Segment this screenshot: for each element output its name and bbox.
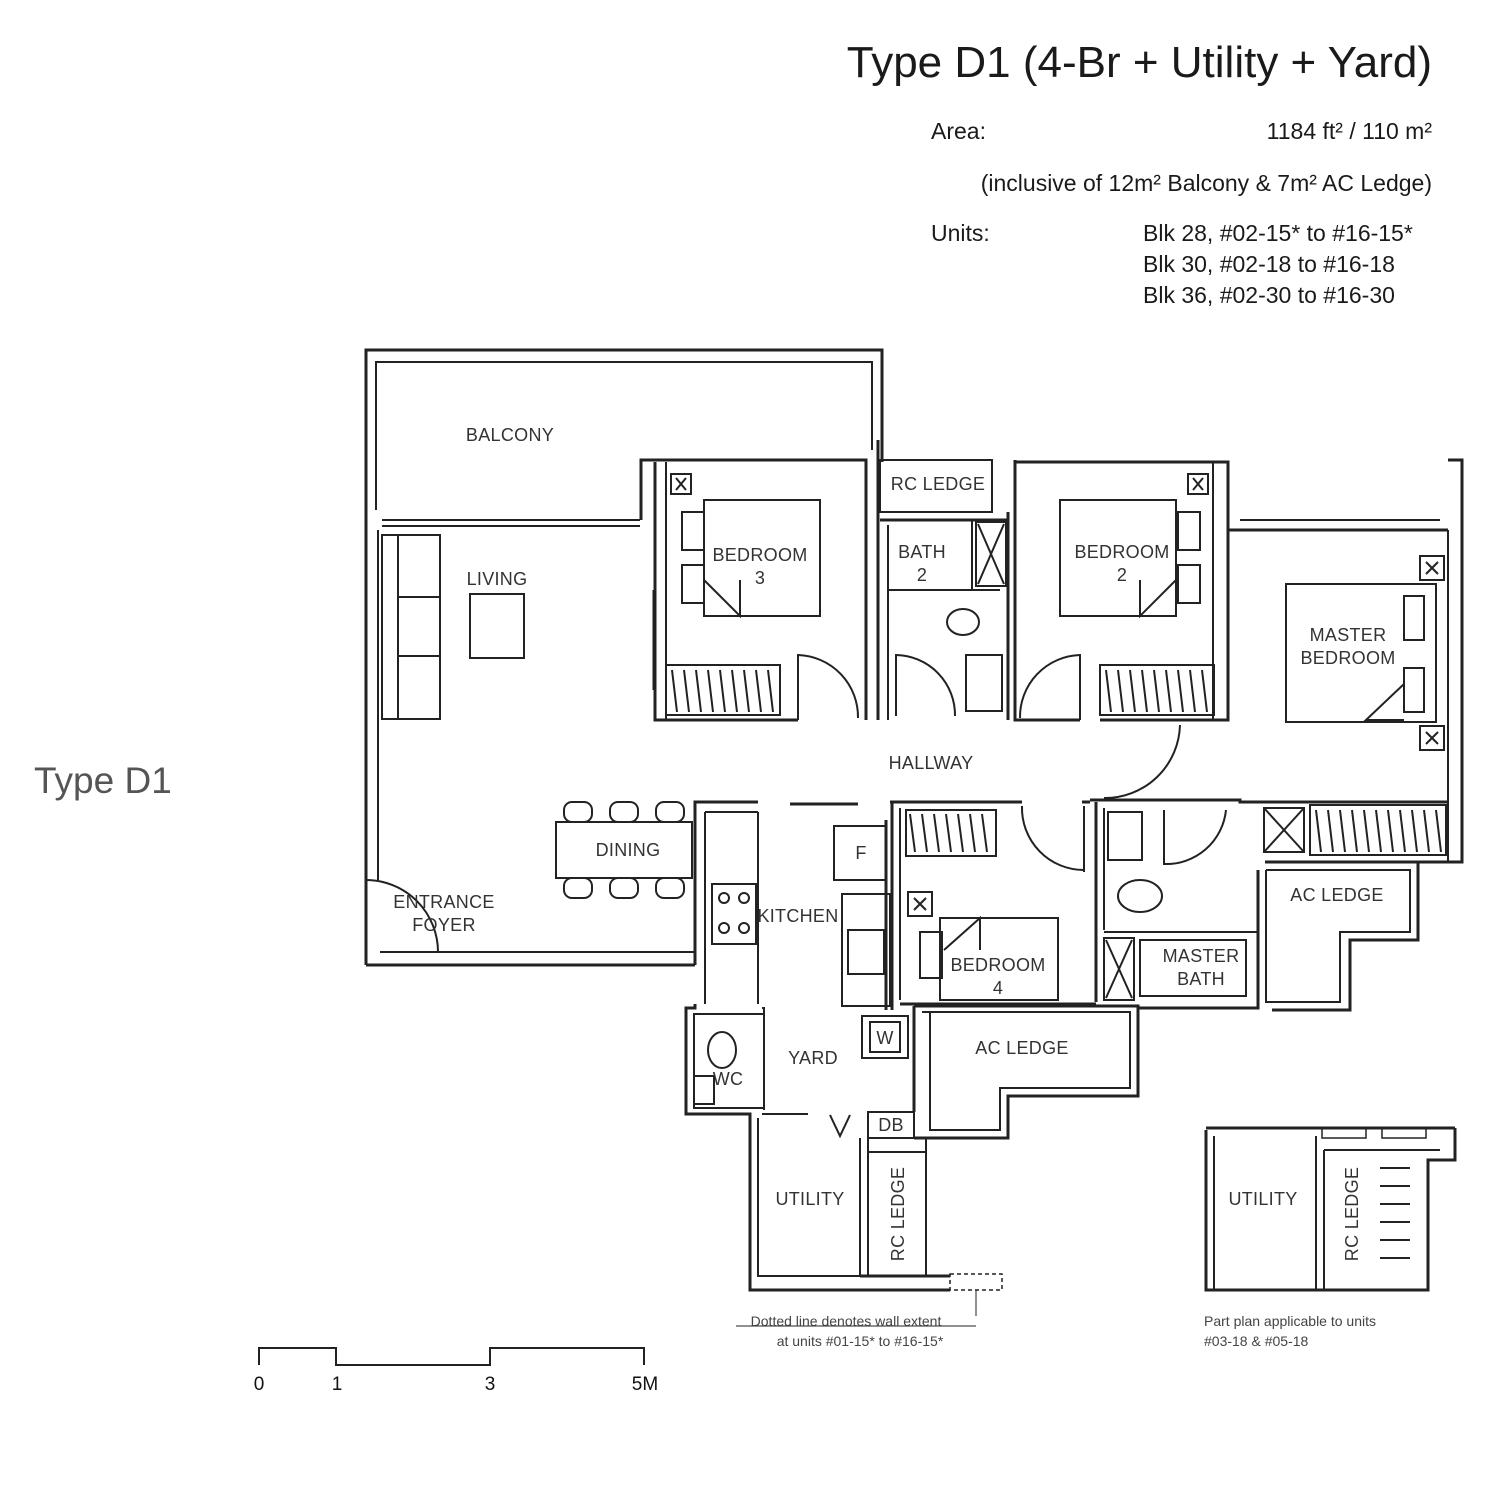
room-bath-2-number: 2 xyxy=(917,565,927,585)
room-master-bath-line2: BATH xyxy=(1177,969,1225,989)
room-ac-ledge-right: AC LEDGE xyxy=(1290,885,1383,905)
unit-type-label: Type D1 xyxy=(34,760,172,801)
units-line: Blk 28, #02-15* to #16-15* xyxy=(1143,220,1413,246)
area-value: 1184 ft² / 110 m² xyxy=(1266,118,1432,144)
part-plan-note: Part plan applicable to units xyxy=(1204,1313,1376,1329)
room-ac-ledge-middle: AC LEDGE xyxy=(975,1038,1068,1058)
room-bedroom-2: BEDROOM xyxy=(1074,542,1169,562)
room-entrance-foyer: ENTRANCE xyxy=(393,892,494,912)
room-bedroom-4-number: 4 xyxy=(993,978,1003,998)
room-wc: WC xyxy=(713,1069,744,1089)
room-bedroom-3-number: 3 xyxy=(755,568,765,588)
part-plan-utility: UTILITY xyxy=(1228,1189,1297,1209)
walls xyxy=(258,348,1464,1366)
scale-label-1: 1 xyxy=(332,1374,343,1395)
room-bedroom-2-number: 2 xyxy=(1117,565,1127,585)
fridge-label: F xyxy=(855,843,866,863)
room-rc-ledge-top: RC LEDGE xyxy=(891,474,985,494)
room-db: DB xyxy=(878,1115,904,1135)
scale-label-3: 3 xyxy=(485,1374,496,1395)
scale-label-0: 0 xyxy=(254,1374,265,1395)
room-entrance-foyer-line2: FOYER xyxy=(412,915,476,935)
units-label: Units: xyxy=(931,220,990,246)
room-master-bedroom: MASTER xyxy=(1310,625,1387,645)
room-utility: UTILITY xyxy=(775,1189,844,1209)
plan-title: Type D1 (4-Br + Utility + Yard) xyxy=(846,38,1432,87)
dotted-line-note: Dotted line denotes wall extent xyxy=(751,1313,942,1329)
room-dining: DINING xyxy=(596,840,661,860)
room-master-bedroom-line2: BEDROOM xyxy=(1300,648,1395,668)
part-plan-rc-ledge: RC LEDGE xyxy=(1342,1167,1362,1261)
room-bedroom-3: BEDROOM xyxy=(712,545,807,565)
room-bath-2: BATH xyxy=(898,542,946,562)
washer-label: W xyxy=(876,1028,893,1048)
room-living: LIVING xyxy=(467,569,528,589)
room-rc-ledge-bottom: RC LEDGE xyxy=(888,1167,908,1261)
scale-label-5m: 5M xyxy=(632,1374,658,1395)
room-master-bath: MASTER xyxy=(1163,946,1240,966)
units-line: Blk 30, #02-18 to #16-18 xyxy=(1143,251,1395,277)
room-yard: YARD xyxy=(788,1048,838,1068)
area-note: (inclusive of 12m² Balcony & 7m² AC Ledg… xyxy=(980,170,1432,196)
room-kitchen: KITCHEN xyxy=(757,906,838,926)
part-plan-note-units: #03-18 & #05-18 xyxy=(1204,1333,1309,1349)
units-line: Blk 36, #02-30 to #16-30 xyxy=(1143,282,1395,308)
wardrobe-hatching xyxy=(671,477,1442,1259)
area-label: Area: xyxy=(931,118,986,144)
dotted-line-note-units: at units #01-15* to #16-15* xyxy=(777,1333,944,1349)
room-bedroom-4: BEDROOM xyxy=(950,955,1045,975)
room-hallway: HALLWAY xyxy=(889,753,974,773)
room-balcony: BALCONY xyxy=(466,425,554,445)
